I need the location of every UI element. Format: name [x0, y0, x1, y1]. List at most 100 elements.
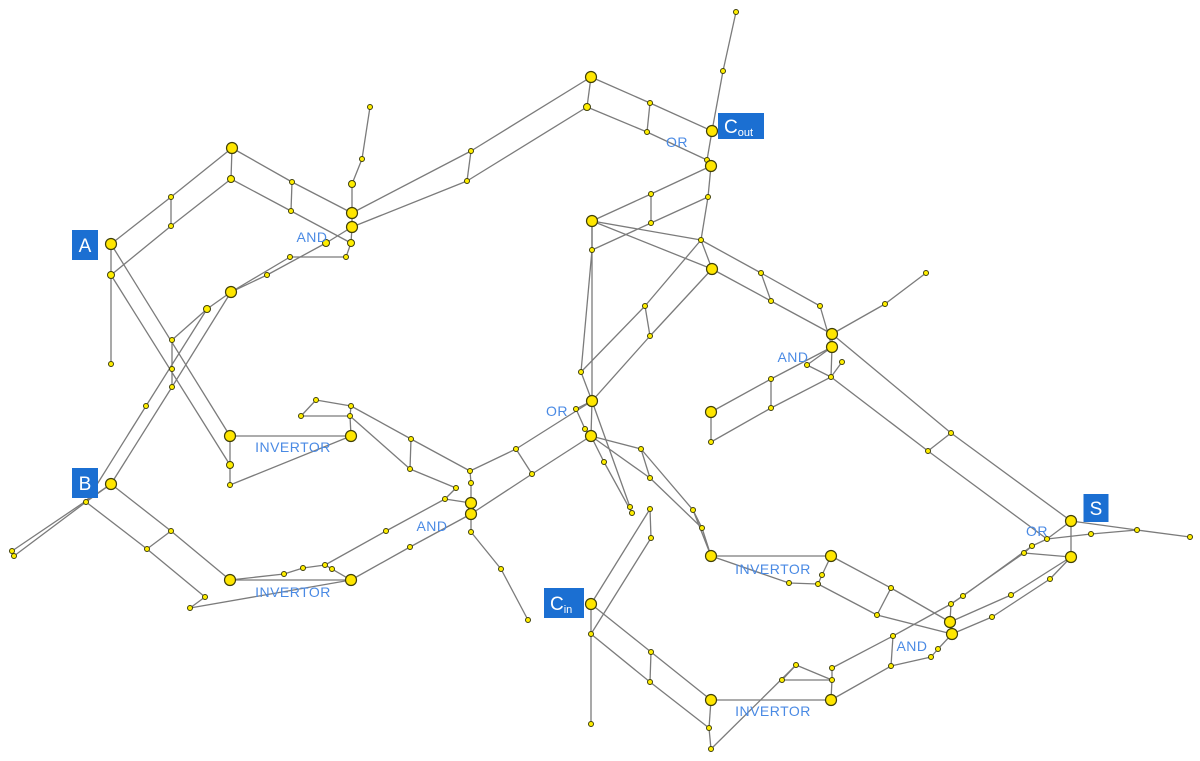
node-Rt2[interactable]	[768, 298, 774, 304]
node-j4[interactable]	[453, 485, 459, 491]
node-pk[interactable]	[793, 662, 799, 668]
node-h6[interactable]	[281, 571, 287, 577]
node-sr1[interactable]	[1088, 531, 1094, 537]
node-v2[interactable]	[589, 247, 595, 253]
node-gc5[interactable]	[525, 617, 531, 623]
node-i6[interactable]	[298, 413, 304, 419]
node-h9[interactable]	[383, 528, 389, 534]
node-l2[interactable]	[168, 223, 174, 229]
node-j1[interactable]	[408, 436, 414, 442]
node-A[interactable]	[104, 237, 118, 251]
node-bl2[interactable]	[11, 553, 17, 559]
node-q1[interactable]	[224, 285, 238, 299]
node-i7[interactable]	[348, 403, 354, 409]
node-AB4[interactable]	[928, 654, 934, 660]
node-bb1[interactable]	[779, 677, 785, 683]
node-AR3[interactable]	[828, 374, 834, 380]
node-h10[interactable]	[407, 544, 413, 550]
node-i1[interactable]	[223, 429, 237, 443]
node-j6[interactable]	[468, 480, 474, 486]
node-h3[interactable]	[187, 605, 193, 611]
node-tt1[interactable]	[468, 148, 474, 154]
node-sb1[interactable]	[1047, 576, 1053, 582]
node-q8[interactable]	[287, 254, 293, 260]
terminal-box-B[interactable]	[72, 468, 98, 498]
node-AB1[interactable]	[943, 615, 957, 629]
node-p1[interactable]	[225, 141, 239, 155]
node-cl1[interactable]	[648, 649, 654, 655]
node-sm2[interactable]	[989, 614, 995, 620]
node-ab8[interactable]	[815, 581, 821, 587]
node-ab6[interactable]	[888, 585, 894, 591]
node-mm1[interactable]	[888, 663, 894, 669]
node-e2[interactable]	[168, 528, 174, 534]
node-o5[interactable]	[582, 426, 588, 432]
node-so1[interactable]	[1044, 536, 1050, 542]
node-u1[interactable]	[648, 191, 654, 197]
node-h5[interactable]	[300, 565, 306, 571]
node-RB2[interactable]	[708, 439, 714, 445]
node-i2[interactable]	[226, 461, 234, 469]
node-t3[interactable]	[647, 100, 653, 106]
node-AB6[interactable]	[948, 601, 954, 607]
node-j5[interactable]	[442, 496, 448, 502]
node-o1[interactable]	[585, 394, 599, 408]
terminal-box-Cout[interactable]	[718, 113, 764, 139]
node-h1[interactable]	[223, 573, 237, 587]
node-c5[interactable]	[733, 9, 739, 15]
node-sr3[interactable]	[1187, 534, 1193, 540]
node-sw2[interactable]	[925, 448, 931, 454]
node-i5[interactable]	[313, 397, 319, 403]
node-i4[interactable]	[344, 429, 358, 443]
node-Rl1[interactable]	[642, 303, 648, 309]
node-AR5[interactable]	[817, 303, 823, 309]
node-g4[interactable]	[343, 254, 349, 260]
node-f2[interactable]	[647, 475, 653, 481]
node-sb3[interactable]	[1021, 550, 1027, 556]
node-d2[interactable]	[629, 510, 635, 516]
node-d3[interactable]	[647, 506, 653, 512]
terminal-Cout[interactable]: Cout	[718, 113, 764, 139]
node-t4[interactable]	[644, 129, 650, 135]
node-AB5[interactable]	[960, 593, 966, 599]
node-IR2b[interactable]	[824, 693, 838, 707]
node-gc3[interactable]	[468, 529, 474, 535]
node-RB1[interactable]	[704, 405, 718, 419]
node-IR2a[interactable]	[704, 693, 718, 707]
node-bb2[interactable]	[829, 677, 835, 683]
node-bb3[interactable]	[829, 665, 835, 671]
node-AR2[interactable]	[825, 340, 839, 354]
node-l1[interactable]	[168, 194, 174, 200]
node-h8[interactable]	[329, 566, 335, 572]
node-g2[interactable]	[345, 220, 359, 234]
node-g1[interactable]	[345, 206, 359, 220]
node-cl2[interactable]	[647, 679, 653, 685]
node-f3[interactable]	[690, 507, 696, 513]
terminal-A[interactable]: A	[72, 230, 98, 260]
node-cl3[interactable]	[706, 725, 712, 731]
node-a2[interactable]	[107, 271, 115, 279]
node-AR1[interactable]	[825, 327, 839, 341]
node-o4[interactable]	[573, 406, 579, 412]
node-v1[interactable]	[585, 214, 599, 228]
node-sb2[interactable]	[1029, 543, 1035, 549]
node-x2[interactable]	[923, 270, 929, 276]
terminal-S[interactable]: S	[1083, 494, 1109, 522]
node-u2[interactable]	[648, 220, 654, 226]
node-AB3[interactable]	[935, 646, 941, 652]
node-gc2[interactable]	[464, 507, 478, 521]
node-sr2[interactable]	[1134, 527, 1140, 533]
node-o3[interactable]	[578, 369, 584, 375]
node-Cin[interactable]	[584, 597, 598, 611]
node-w1[interactable]	[698, 237, 704, 243]
node-i8[interactable]	[347, 413, 353, 419]
node-d5[interactable]	[601, 459, 607, 465]
node-h4[interactable]	[344, 573, 358, 587]
node-bp1[interactable]	[786, 580, 792, 586]
node-ab7[interactable]	[874, 612, 880, 618]
node-p2[interactable]	[227, 175, 235, 183]
terminal-box-Cin[interactable]	[544, 588, 584, 618]
node-s3[interactable]	[367, 104, 373, 110]
